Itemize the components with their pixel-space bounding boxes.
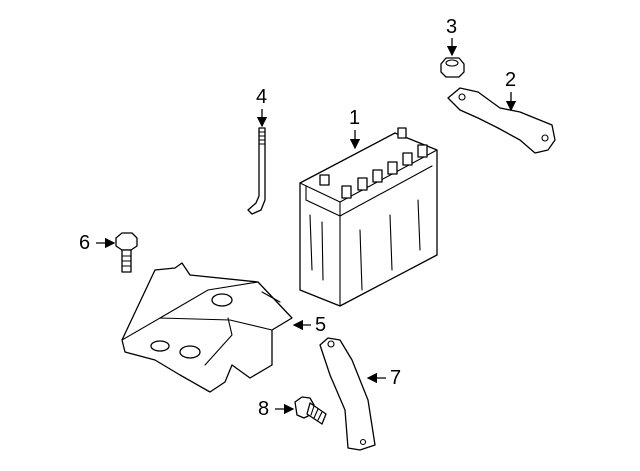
callout-3[interactable]: 3 <box>446 16 458 38</box>
callout-2[interactable]: 2 <box>505 69 517 91</box>
support-bracket[interactable] <box>319 337 376 451</box>
bolt-6[interactable] <box>115 232 138 273</box>
callout-1[interactable]: 1 <box>349 107 361 129</box>
callout-6[interactable]: 6 <box>79 232 91 254</box>
battery-tray[interactable] <box>121 262 293 393</box>
callout-7[interactable]: 7 <box>390 367 402 389</box>
callout-4[interactable]: 4 <box>256 86 268 108</box>
callout-5[interactable]: 5 <box>315 314 327 336</box>
nut[interactable] <box>440 57 465 78</box>
bolt-8[interactable] <box>294 396 327 425</box>
hold-down-bracket[interactable] <box>447 87 556 154</box>
hold-down-rod[interactable] <box>247 127 266 215</box>
battery[interactable] <box>299 127 438 307</box>
callout-8[interactable]: 8 <box>258 398 270 420</box>
